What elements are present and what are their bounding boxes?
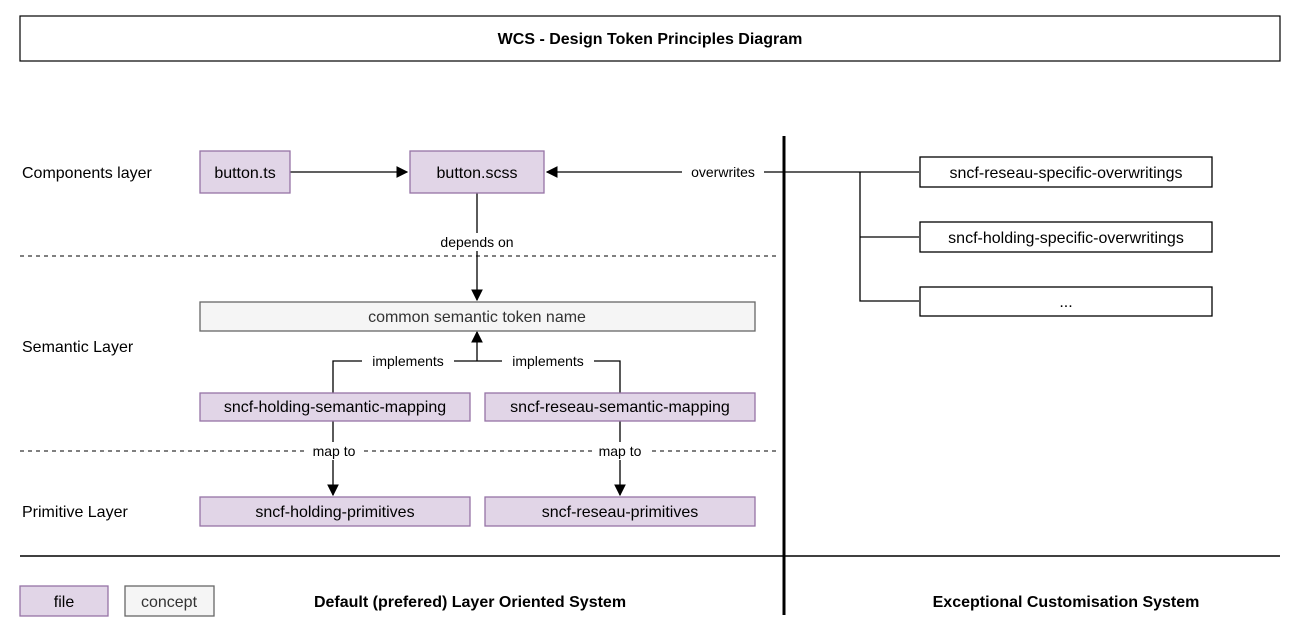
node-reseau-primitives[interactable]: sncf-reseau-primitives (484, 496, 756, 527)
edge-label-overwrites: overwrites (691, 164, 755, 180)
node-button-scss-label: button.scss (437, 165, 518, 182)
node-holding-overwritings[interactable]: sncf-holding-specific-overwritings (919, 221, 1213, 253)
node-button-scss[interactable]: button.scss (409, 150, 545, 194)
edge-overwrites-bracket (859, 172, 919, 302)
node-holding-primitives[interactable]: sncf-holding-primitives (199, 496, 471, 527)
edge-label-map-to-right: map to (599, 443, 642, 459)
diagram-title: WCS - Design Token Principles Diagram (498, 31, 803, 48)
legend-file: file (19, 585, 109, 617)
edge-label-depends-on: depends on (440, 234, 513, 250)
node-reseau-overwritings-label: sncf-reseau-specific-overwritings (950, 165, 1183, 182)
node-holding-overwritings-label: sncf-holding-specific-overwritings (948, 230, 1184, 247)
node-more-overwritings-label: ... (1059, 294, 1072, 311)
edge-label-implements-right: implements (512, 353, 584, 369)
edge-label-depends-on-group: depends on (430, 233, 524, 251)
node-common-semantic-label: common semantic token name (368, 309, 586, 326)
footer-right-system: Exceptional Customisation System (933, 594, 1200, 611)
legend-file-label: file (54, 594, 75, 611)
node-more-overwritings[interactable]: ... (919, 286, 1213, 317)
edge-label-map-to-left-group: map to (306, 442, 362, 460)
node-button-ts-label: button.ts (214, 165, 275, 182)
edge-label-map-to-left: map to (313, 443, 356, 459)
node-holding-mapping-label: sncf-holding-semantic-mapping (224, 399, 446, 416)
node-holding-primitives-label: sncf-holding-primitives (255, 504, 414, 521)
legend-concept-label: concept (141, 594, 198, 611)
edge-label-overwrites-group: overwrites (682, 163, 764, 181)
node-reseau-overwritings[interactable]: sncf-reseau-specific-overwritings (919, 156, 1213, 188)
title-box: WCS - Design Token Principles Diagram (19, 15, 1281, 62)
legend-concept: concept (124, 585, 215, 617)
node-button-ts[interactable]: button.ts (199, 150, 291, 194)
node-common-semantic[interactable]: common semantic token name (199, 301, 756, 332)
edge-label-implements-right-group: implements (502, 352, 594, 370)
node-reseau-mapping-label: sncf-reseau-semantic-mapping (510, 399, 730, 416)
edge-label-implements-left: implements (372, 353, 444, 369)
layer-label-semantic: Semantic Layer (22, 339, 134, 356)
node-reseau-mapping[interactable]: sncf-reseau-semantic-mapping (484, 392, 756, 422)
footer-left-system: Default (prefered) Layer Oriented System (314, 594, 626, 611)
edge-label-map-to-right-group: map to (592, 442, 648, 460)
node-reseau-primitives-label: sncf-reseau-primitives (542, 504, 698, 521)
layer-label-primitive: Primitive Layer (22, 504, 128, 521)
layer-label-components: Components layer (22, 165, 153, 182)
edge-label-implements-left-group: implements (362, 352, 454, 370)
node-holding-mapping[interactable]: sncf-holding-semantic-mapping (199, 392, 471, 422)
